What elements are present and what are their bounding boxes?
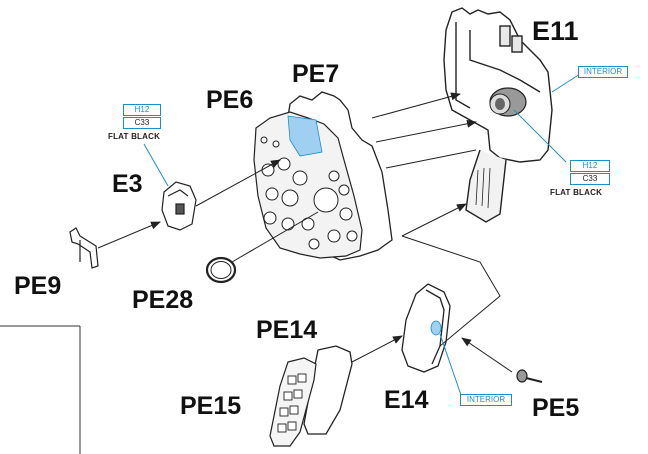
callout-interior-e14: INTERIOR (460, 394, 512, 406)
paint-code-c-e3: C33 (123, 117, 161, 129)
part-pe5 (516, 369, 543, 383)
part-pe15 (269, 357, 317, 447)
part-e11-hood (443, 7, 553, 223)
paint-name-e11: FLAT BLACK (550, 188, 603, 197)
label-pe5: PE5 (532, 394, 580, 422)
assembly-arrows (97, 92, 513, 373)
part-e3 (161, 181, 197, 231)
label-e3: E3 (112, 170, 143, 198)
label-e14: E14 (384, 386, 429, 414)
callout-leaders (143, 73, 581, 399)
paint-code-c-e11: C33 (570, 173, 610, 185)
part-e14 (401, 283, 451, 373)
label-pe7: PE7 (292, 60, 340, 88)
label-pe15: PE15 (180, 392, 242, 420)
part-pe6-panel (253, 111, 363, 259)
paint-code-h-e3: H12 (123, 104, 161, 116)
paint-name-e3: FLAT BLACK (108, 132, 161, 141)
label-pe28: PE28 (132, 286, 194, 314)
frame-border (0, 325, 81, 454)
part-pe9 (69, 227, 99, 269)
part-pe28-ring (205, 256, 237, 284)
label-e11: E11 (532, 16, 579, 46)
label-pe6: PE6 (206, 86, 254, 114)
callout-interior-e11: INTERIOR (578, 66, 628, 78)
label-pe14: PE14 (256, 316, 318, 344)
label-pe9: PE9 (14, 272, 62, 300)
e11-knob (489, 87, 527, 117)
paint-code-h-e11: H12 (570, 160, 610, 172)
